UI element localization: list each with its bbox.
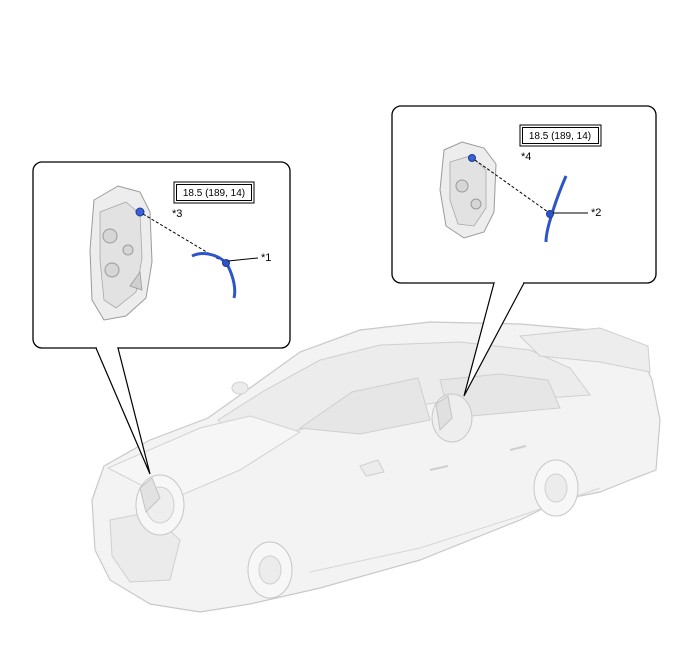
front-brake-callout: 18.5 (189, 14) *3 *1 bbox=[32, 161, 291, 475]
rear-torque-spec: 18.5 (189, 14) bbox=[519, 124, 602, 147]
rear-torque-text: 18.5 (189, 14) bbox=[529, 131, 591, 142]
front-bolt-label: *3 bbox=[172, 208, 182, 220]
rear-union-bolt bbox=[468, 154, 476, 162]
rear-right-wheel bbox=[533, 459, 579, 517]
front-hose-label: *1 bbox=[261, 252, 271, 264]
front-torque-text: 18.5 (189, 14) bbox=[183, 188, 245, 199]
rear-left-brake bbox=[431, 393, 473, 443]
car-illustration bbox=[91, 321, 661, 613]
front-left-wheel-brake bbox=[135, 474, 185, 536]
front-callout-leader bbox=[95, 347, 151, 475]
front-brake-caliper bbox=[89, 185, 153, 321]
rear-hose-label: *2 bbox=[591, 207, 601, 219]
front-right-wheel bbox=[247, 541, 293, 599]
rear-brake-callout: 18.5 (189, 14) *4 *2 bbox=[391, 105, 657, 397]
front-torque-spec: 18.5 (189, 14) bbox=[173, 181, 255, 204]
rear-bolt-label: *4 bbox=[521, 151, 531, 163]
front-union-bolt bbox=[135, 207, 145, 217]
rear-brake-caliper bbox=[439, 141, 497, 239]
rear-callout-leader bbox=[463, 282, 525, 397]
